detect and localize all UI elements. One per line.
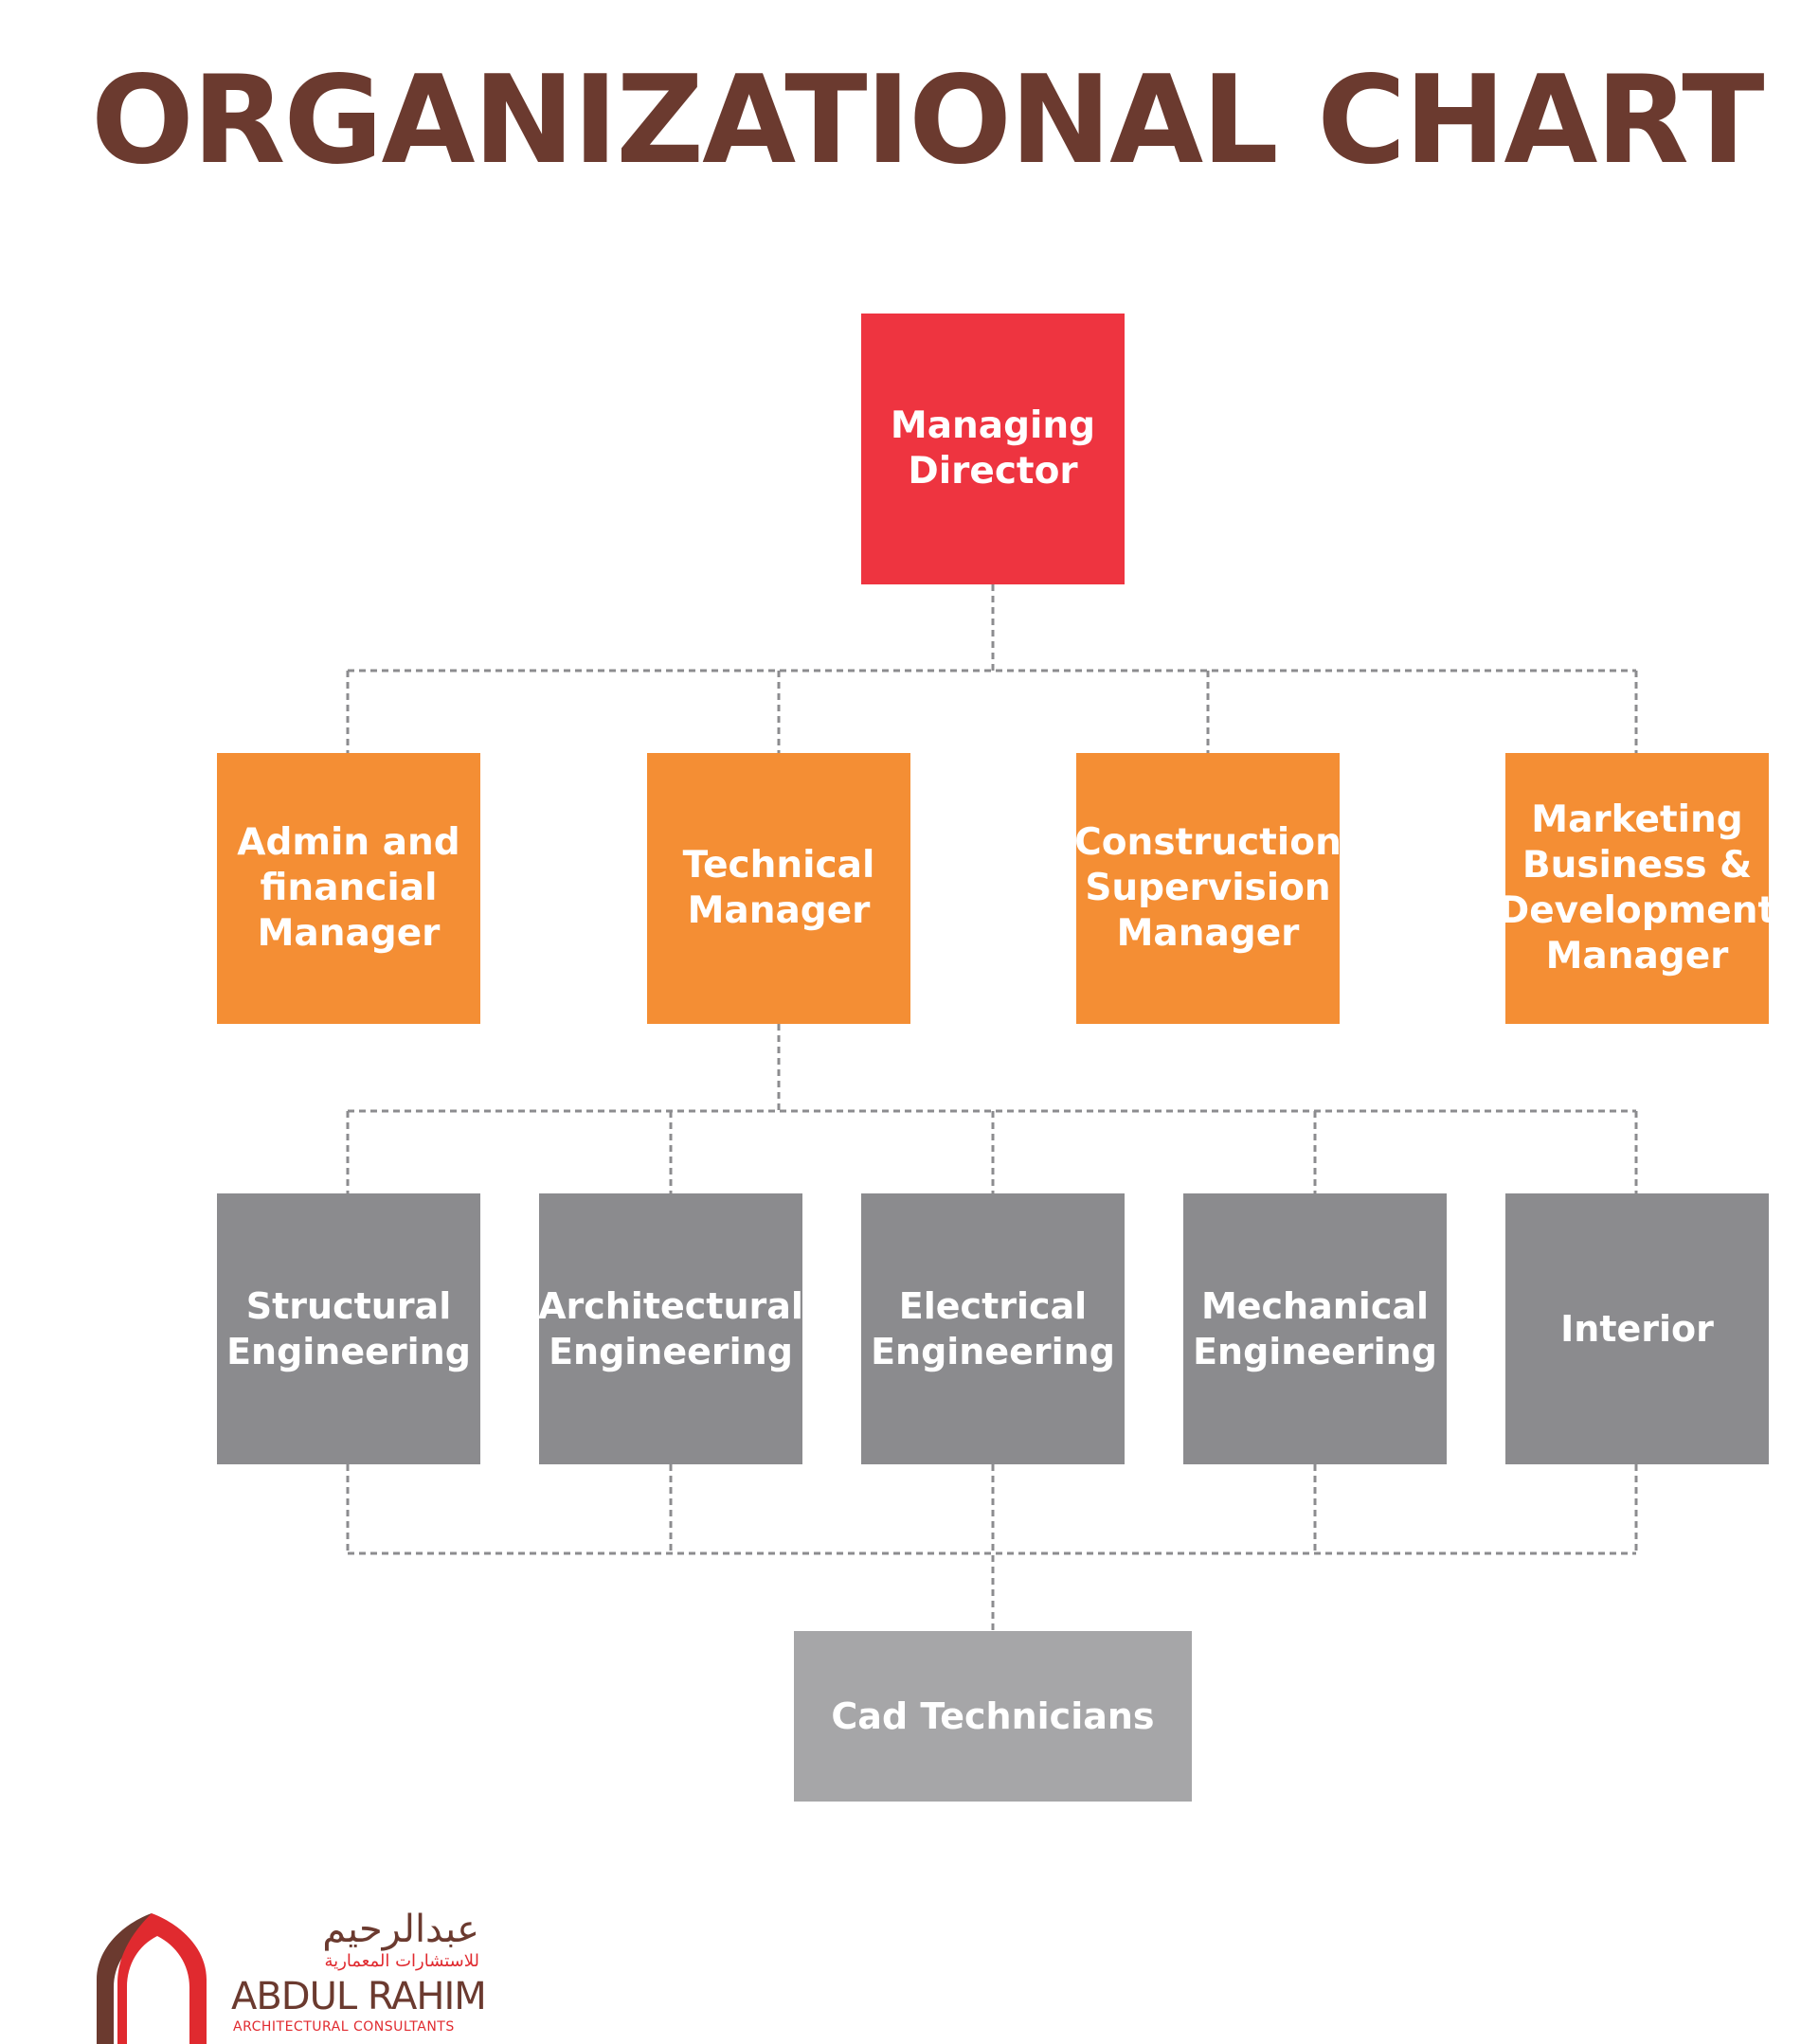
node-marketing-business-development-manager: Marketing Business & Development Manager	[1499, 753, 1775, 1024]
node-label: Electrical Engineering	[871, 1285, 1115, 1372]
node-managing-director: Managing Director	[861, 314, 1125, 584]
node-label: Mechanical Engineering	[1193, 1285, 1437, 1372]
node-mechanical-engineering: Mechanical Engineering	[1183, 1193, 1447, 1464]
node-label: Marketing Business & Development Manager	[1498, 798, 1776, 977]
node-technical-manager: Technical Manager	[647, 753, 910, 1024]
node-architectural-engineering: Architectural Engineering	[538, 1193, 803, 1464]
node-label: Admin and financial Manager	[237, 821, 460, 955]
node-admin-financial-manager: Admin and financial Manager	[217, 753, 480, 1024]
node-interior: Interior	[1505, 1193, 1769, 1464]
logo-arabic-name: عبدالرحيم	[322, 1908, 479, 1951]
company-logo: عبدالرحيم للاستشارات المعمارية ABDUL RAH…	[89, 1904, 487, 2044]
node-label: Structural Engineering	[226, 1285, 471, 1372]
node-electrical-engineering: Electrical Engineering	[861, 1193, 1125, 1464]
node-construction-supervision-manager: Construction Supervision Manager	[1074, 753, 1342, 1024]
logo-arabic-text: عبدالرحيم للاستشارات المعمارية	[322, 1908, 479, 1971]
node-label: Cad Technicians	[831, 1695, 1155, 1737]
arch-logo-icon	[97, 1913, 207, 2044]
node-label: Interior	[1560, 1308, 1714, 1350]
page-title: ORGANIZATIONAL CHART	[91, 50, 1764, 191]
node-label: Architectural Engineering	[538, 1285, 803, 1372]
logo-subtitle: ARCHITECTURAL CONSULTANTS	[233, 2019, 455, 2035]
logo-arabic-subtitle: للاستشارات المعمارية	[325, 1951, 479, 1971]
node-label: Construction Supervision Manager	[1074, 821, 1342, 955]
node-label: Technical Manager	[682, 844, 875, 932]
node-structural-engineering: Structural Engineering	[217, 1193, 480, 1464]
logo-name: ABDUL RAHIM	[231, 1975, 487, 2018]
node-label: Managing Director	[890, 404, 1096, 493]
node-cad-technicians: Cad Technicians	[794, 1631, 1192, 1802]
